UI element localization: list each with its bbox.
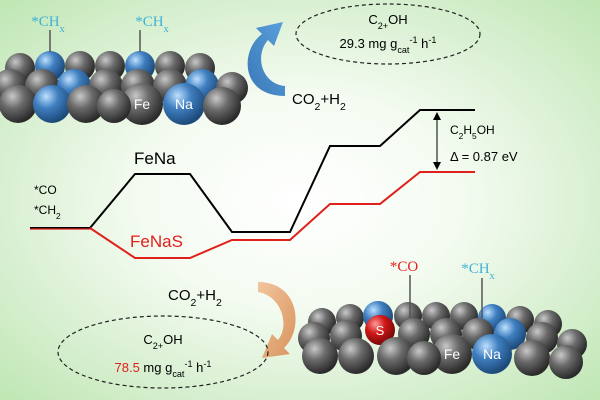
fe-atom	[432, 334, 472, 374]
delta-energy-label: Δ = 0.87 eV	[450, 149, 518, 164]
product-label: C2+OH	[368, 12, 407, 31]
top-product-box: C2+OH 29.3 mg gcat-1 h-1	[295, 3, 481, 65]
fenas-series-label: FeNaS	[130, 232, 183, 251]
ch-adsorbate-label: *CHx	[135, 14, 169, 35]
bottom-product-box: C2+OH 78.5 mg gcat-1 h-1	[57, 315, 269, 389]
rate-label: 78.5 mg gcat-1 h-1	[115, 359, 212, 379]
top-curved-arrow	[247, 22, 285, 96]
na-label: Na	[175, 96, 193, 112]
start-co-label: *CO	[34, 183, 57, 197]
s-label: S	[376, 323, 385, 338]
bottom-curved-arrow	[258, 282, 296, 358]
fe-atom	[121, 83, 163, 125]
fenas-energy-line	[89, 171, 475, 259]
bottom-cluster: S Fe Na *CO *CHx	[298, 259, 587, 379]
fe-label: Fe	[444, 346, 461, 362]
reactants-label: CO2+H2	[292, 91, 346, 113]
fena-series-label: FeNa	[134, 149, 176, 168]
start-ch2-label: *CH2	[34, 203, 61, 221]
end-product-label: C2H5OH	[450, 123, 495, 141]
product-label: C2+OH	[143, 332, 182, 351]
co-adsorbate-label: *CO	[390, 259, 419, 275]
bottom-reactants-label: CO2+H2	[168, 287, 222, 309]
top-cluster: Fe Na *CHx *CHx	[0, 14, 248, 125]
na-atom	[472, 334, 512, 374]
ch-adsorbate-label: *CHx	[31, 14, 65, 35]
energy-profile: FeNa FeNaS *CO *CH2 C2H5OH Δ = 0.87 eV	[30, 109, 518, 259]
na-label: Na	[483, 346, 501, 362]
s-atom	[365, 315, 395, 345]
rate-label: 29.3 mg gcat-1 h-1	[340, 35, 437, 55]
fe-label: Fe	[134, 96, 151, 112]
ch-adsorbate-label: *CHx	[461, 261, 495, 282]
na-atom	[163, 83, 205, 125]
fena-energy-line	[30, 109, 475, 233]
